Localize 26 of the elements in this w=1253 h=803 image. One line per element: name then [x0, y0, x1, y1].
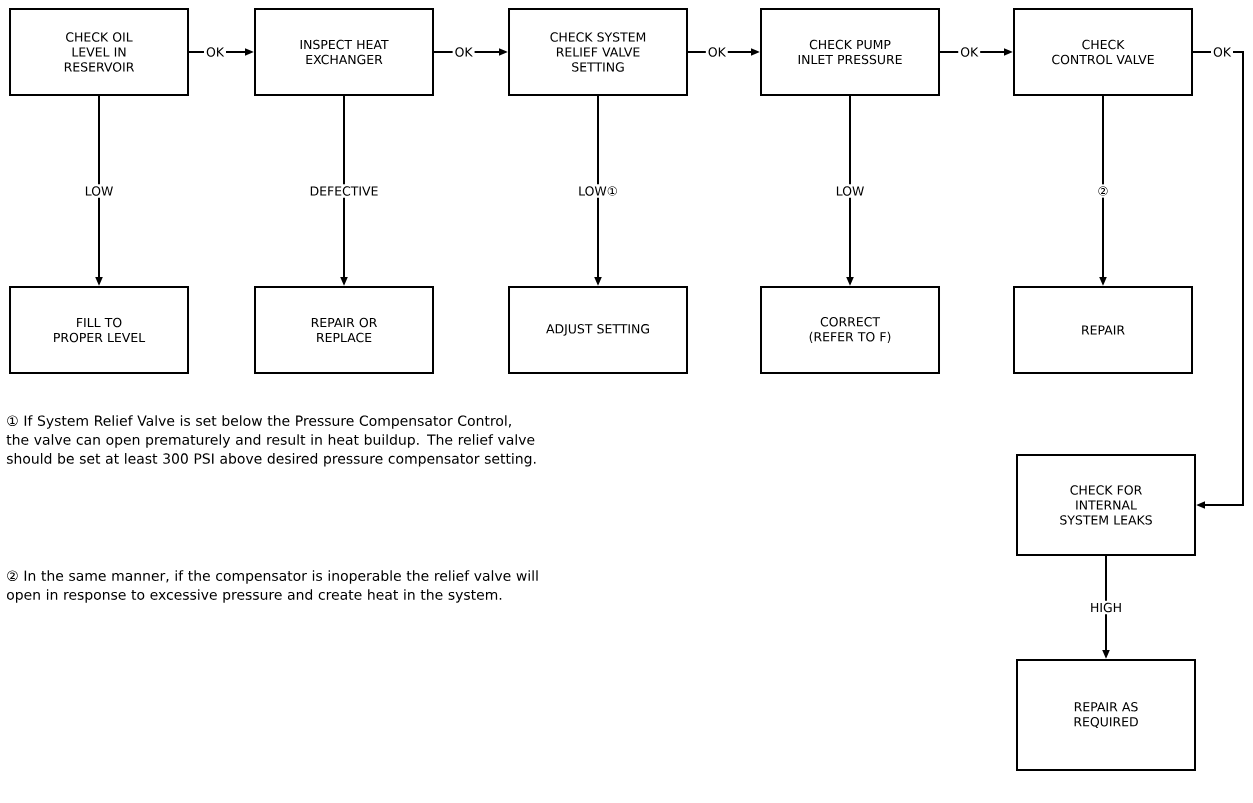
process-box: CHECK PUMP INLET PRESSURE [760, 8, 940, 96]
process-box: INSPECT HEAT EXCHANGER [254, 8, 434, 96]
edge-label: LOW① [576, 184, 620, 198]
process-box: REPAIR OR REPLACE [254, 286, 434, 374]
edge-label: LOW [82, 184, 116, 198]
footnote: ② In the same manner, if the compensator is inoperable the relief valve will open in response to excessive pressure and create heat in the system. [6, 570, 538, 603]
process-box: CHECK SYSTEM RELIEF VALVE SETTING [508, 8, 688, 96]
edge-label: OK [705, 45, 728, 59]
edge-label: DEFECTIVE [307, 184, 381, 198]
edge-label: ② [1095, 184, 1111, 198]
process-box: FILL TO PROPER LEVEL [9, 286, 189, 374]
process-box: CORRECT (REFER TO F) [760, 286, 940, 374]
edge-label: OK [452, 45, 475, 59]
arrow [1192, 51, 1244, 509]
process-box: CHECK OIL LEVEL IN RESERVOIR [9, 8, 189, 96]
process-box: ADJUST SETTING [508, 286, 688, 374]
process-box: CHECK FOR INTERNAL SYSTEM LEAKS [1016, 454, 1196, 556]
process-box: REPAIR AS REQUIRED [1016, 659, 1196, 771]
process-box: CHECK CONTROL VALVE [1013, 8, 1193, 96]
edge-label: OK [1211, 45, 1233, 59]
edge-label: OK [958, 45, 981, 59]
footnote: ① If System Relief Valve is set below the Pressure Compensator Control, the valve can open prematurely and result in heat buildup. The relief valve should be set at least 300 PSI above desired pressure compensator setting. [6, 415, 536, 467]
edge-label: OK [204, 45, 226, 59]
edge-label: LOW [833, 184, 867, 198]
process-box: REPAIR [1013, 286, 1193, 374]
edge-label: HIGH [1088, 600, 1125, 615]
